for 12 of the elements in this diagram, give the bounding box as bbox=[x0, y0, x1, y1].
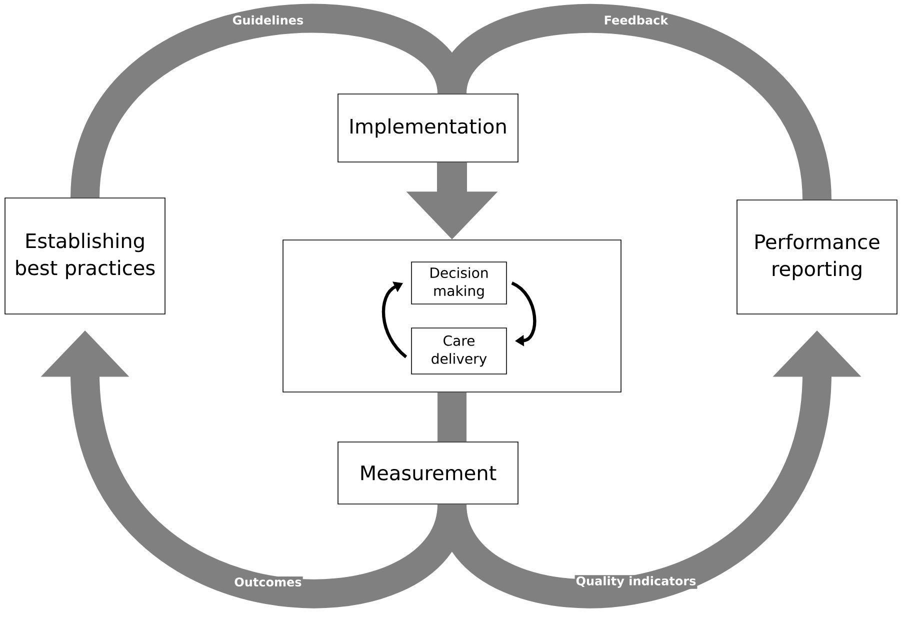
process-box: Measurement bbox=[338, 442, 518, 504]
edge-label: Quality indicators bbox=[574, 575, 698, 589]
edge-label: Outcomes bbox=[233, 576, 303, 588]
process-box: Decision making bbox=[411, 262, 507, 304]
process-box: Implementation bbox=[338, 94, 518, 162]
curved-arrow bbox=[511, 282, 536, 346]
process-box: Establishing best practices bbox=[4, 198, 166, 314]
edge-label: Feedback bbox=[602, 14, 670, 26]
edge-label: Guidelines bbox=[231, 14, 305, 26]
process-box: Care delivery bbox=[411, 328, 507, 374]
process-box: Performance reporting bbox=[736, 200, 898, 314]
curved-arrow bbox=[382, 282, 408, 358]
